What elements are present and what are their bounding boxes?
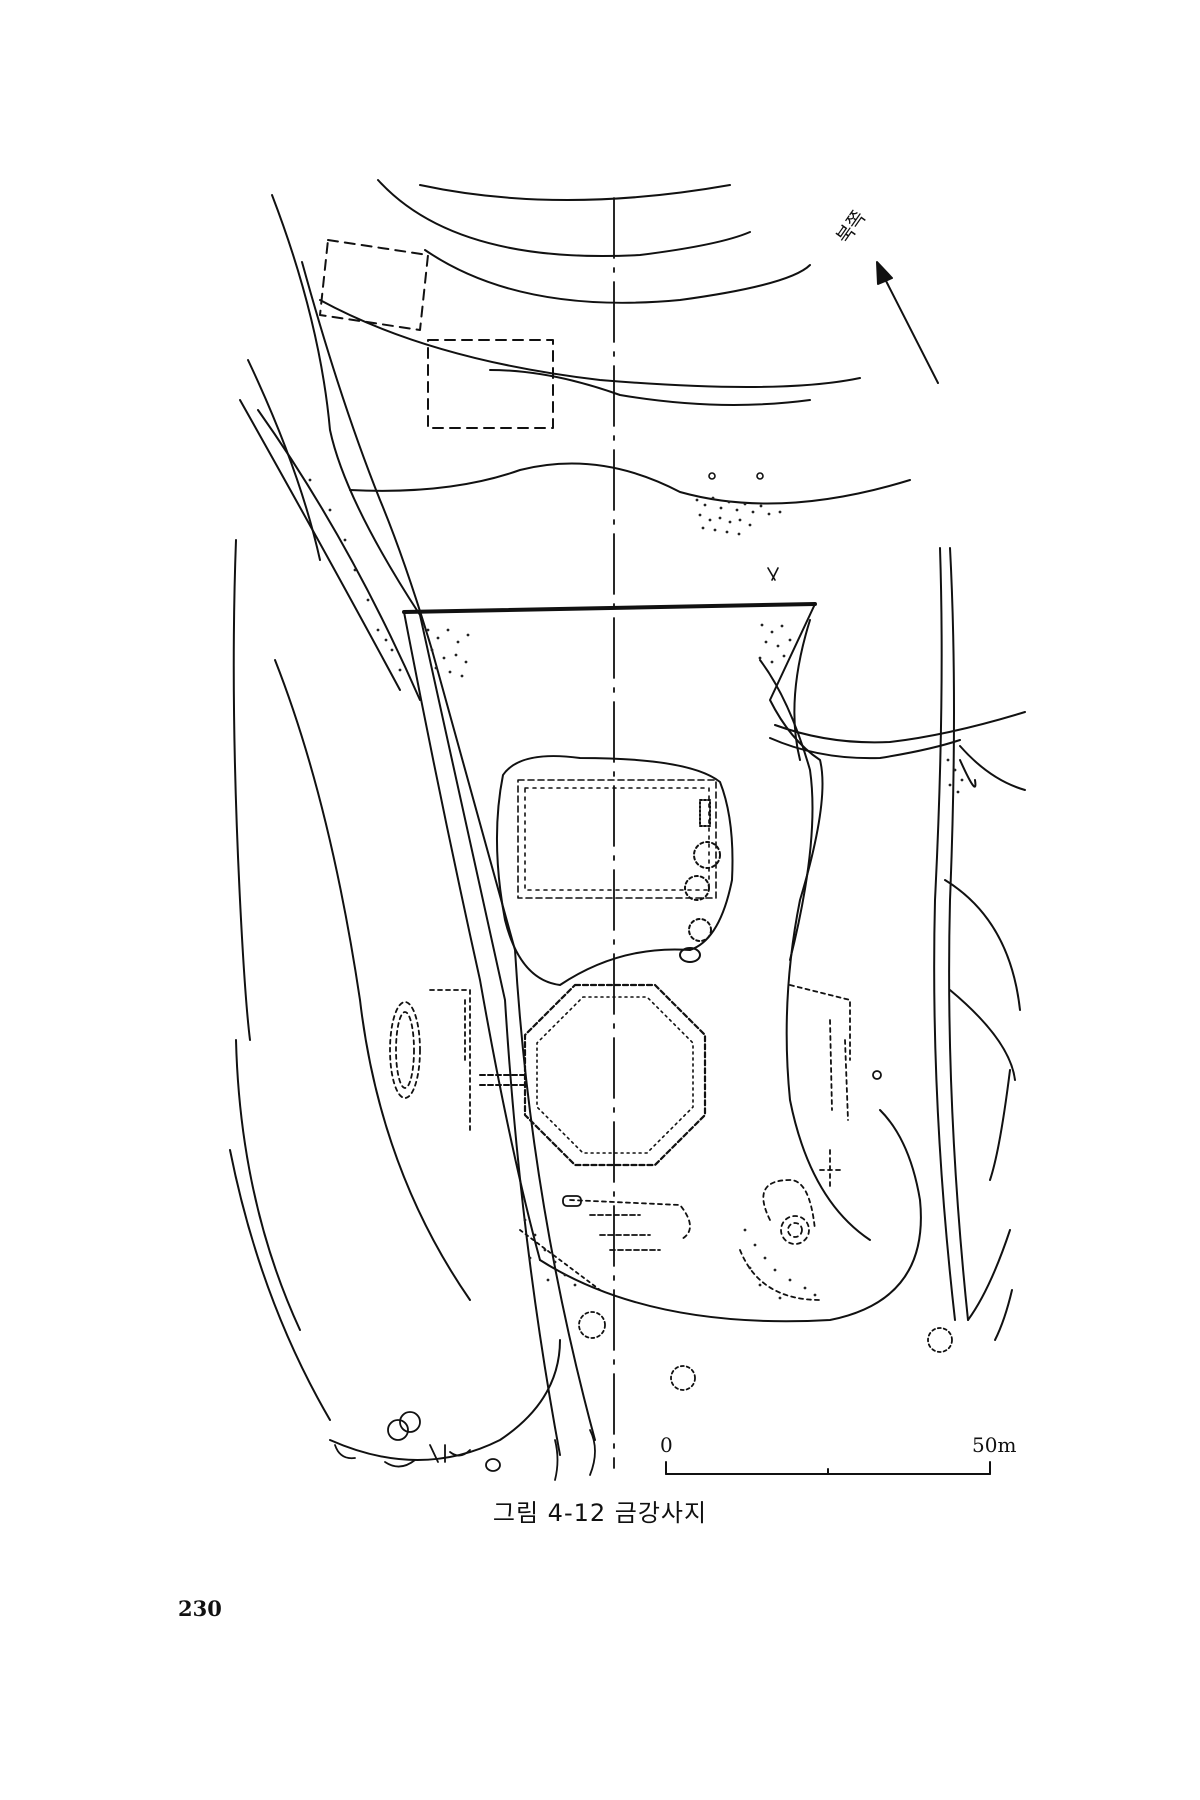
- lecture-hall: [495, 755, 734, 986]
- terrain-lines: [229, 359, 561, 1461]
- stipple-southeast-building: [743, 1228, 817, 1300]
- stipple-left-road: [308, 478, 402, 672]
- right-stream: [769, 547, 1026, 1341]
- stippled-areas: [308, 478, 964, 1300]
- scale-bar: [665, 1461, 991, 1475]
- figure-caption: 그림 4-12 금강사지: [492, 1499, 708, 1527]
- south-gate-area: [519, 1195, 953, 1391]
- left-buildings: [389, 989, 471, 1131]
- temple-enclosure: [402, 602, 922, 1323]
- small-markers: [708, 472, 779, 581]
- north-arrow-icon: [876, 261, 939, 384]
- stipple-southwest-building: [523, 1218, 577, 1287]
- southwest-features: [334, 1411, 596, 1481]
- page-number: 230: [178, 1596, 222, 1621]
- stipple-right-stream: [946, 758, 964, 794]
- stipple-enclosure-corners: [426, 623, 792, 678]
- dashed-excavation-areas: [319, 239, 554, 429]
- octagonal-pagoda: [479, 983, 707, 1167]
- scale-end-label: 50m: [972, 1433, 1017, 1457]
- contour-lines: [319, 179, 911, 505]
- scale-start-label: 0: [660, 1433, 673, 1457]
- left-road: [239, 194, 596, 1456]
- right-buildings: [739, 984, 882, 1301]
- stipple-top-right: [695, 496, 782, 536]
